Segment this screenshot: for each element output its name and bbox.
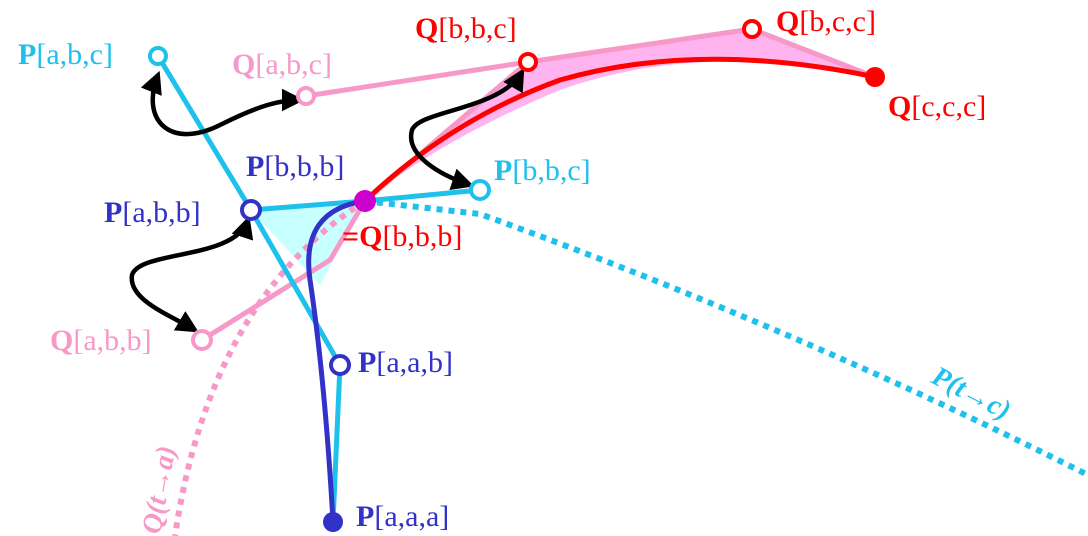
arrow-p-abc-q-abc — [140, 70, 305, 137]
label-p-abb: P[a,b,b] — [104, 196, 201, 229]
p-t-to-c-dotted-curve — [364, 198, 1088, 478]
label-p-aab: P[a,a,b] — [358, 346, 453, 379]
arrow-p-abb-q-abb — [129, 215, 254, 333]
p-abb-point — [240, 199, 262, 221]
label-p-t-to-c: P(t→c) — [926, 360, 1016, 426]
q-curve-red — [363, 56, 876, 203]
label-p-abc: P[a,b,c] — [18, 38, 113, 71]
label-q-abc: Q[a,b,c] — [232, 48, 332, 81]
label-p-bbb: P[b,b,b] — [246, 150, 344, 183]
q-bbc-point — [518, 52, 538, 72]
q-abc-point — [296, 86, 316, 106]
p-abc-point — [148, 46, 168, 66]
arrow-q-bbc-p-bbc — [408, 68, 525, 190]
label-p-bbc: P[b,b,c] — [494, 154, 591, 187]
label-q-ccc: Q[c,c,c] — [888, 90, 986, 123]
p-aab-point — [329, 354, 351, 376]
q-abc-segment — [305, 59, 529, 99]
p-curve-blue — [306, 198, 366, 523]
q-bcc-point — [742, 19, 762, 39]
cyan-hull-fill — [251, 201, 365, 285]
q-abb-point — [191, 329, 213, 351]
p-aaa-point — [323, 512, 343, 532]
label-p-aaa: P[a,a,a] — [356, 500, 449, 533]
q-ccc-point — [865, 67, 885, 87]
p-bbb-q-bbb-point — [354, 190, 376, 212]
p-bbc-point — [469, 179, 491, 201]
label-q-abb: Q[a,b,b] — [50, 324, 152, 357]
label-q-bcc: Q[b,c,c] — [776, 5, 876, 38]
q-t-to-a-dotted-curve — [172, 198, 367, 536]
label-q-bbc: Q[b,b,c] — [415, 12, 517, 45]
label-eq-q-bbb: =Q[b,b,b] — [342, 220, 462, 253]
